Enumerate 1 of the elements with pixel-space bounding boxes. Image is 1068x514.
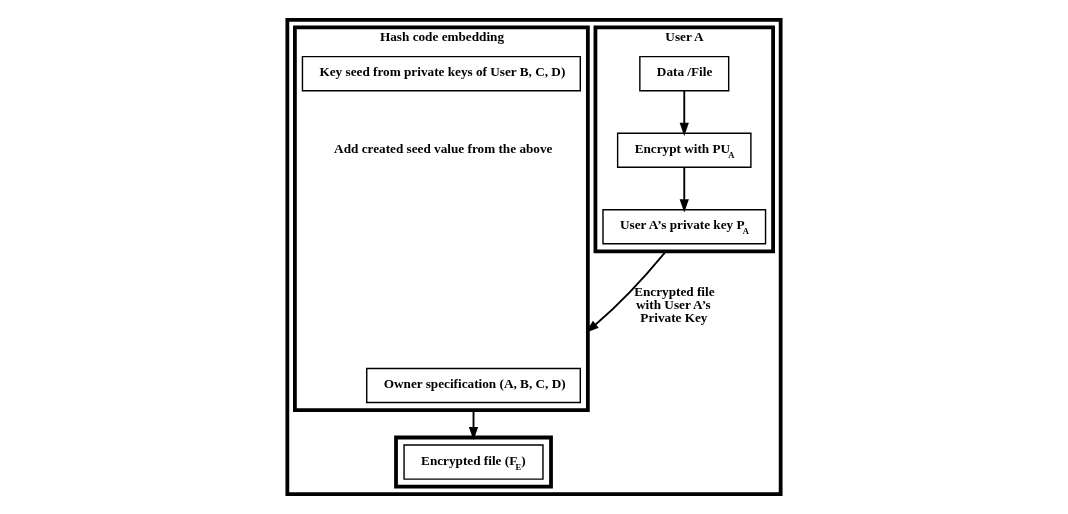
edge-label: Encrypted file with User A’s Private Key xyxy=(634,283,715,326)
